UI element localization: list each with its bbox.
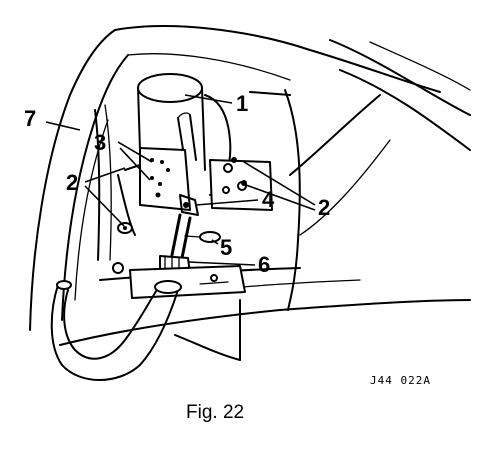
- callout-2-right: 2: [318, 195, 330, 220]
- leader-lines: [45, 94, 316, 266]
- assembly-housing: [117, 73, 273, 236]
- callout-1: 1: [236, 91, 248, 116]
- central-shaft: [159, 213, 221, 275]
- callout-5: 5: [220, 235, 232, 260]
- callout-4: 4: [262, 187, 275, 212]
- callout-labels: 1 3 2 2 4 5 6 7: [24, 91, 330, 277]
- figure-caption: Fig. 22: [186, 402, 244, 423]
- hose: [50, 280, 182, 381]
- callout-3: 3: [94, 130, 106, 155]
- callout-2-left: 2: [66, 170, 78, 195]
- callout-6: 6: [258, 252, 270, 277]
- base-plate: [112, 262, 246, 299]
- callout-7: 7: [24, 106, 36, 131]
- drawing-reference-code: J44 022A: [370, 374, 431, 387]
